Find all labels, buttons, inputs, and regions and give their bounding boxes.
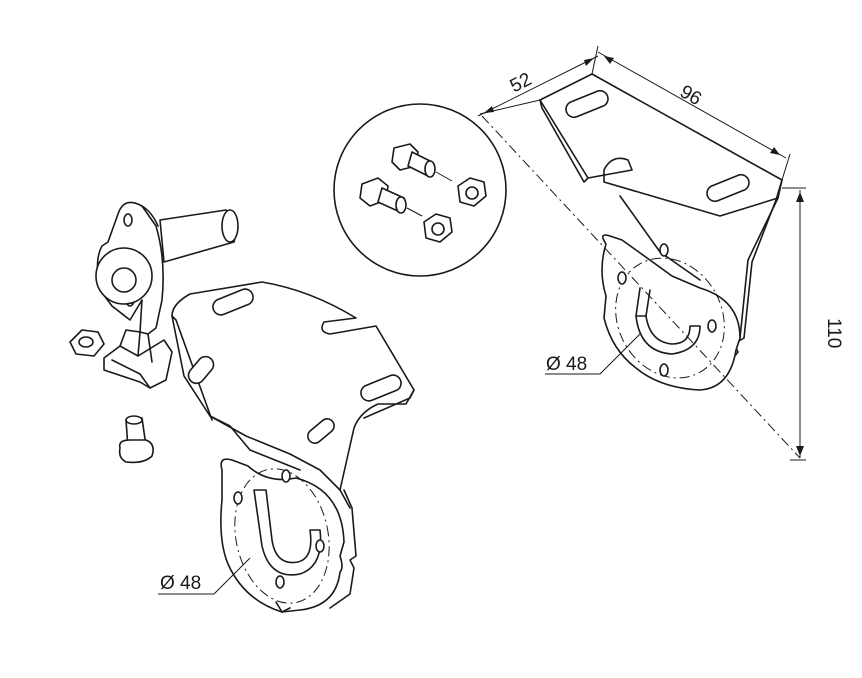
bolt-icon <box>359 177 423 217</box>
width-dimension: 96 <box>676 81 705 110</box>
height-dimension: 110 <box>823 318 844 348</box>
shaft-pin <box>159 209 239 263</box>
nut-icon <box>457 177 487 207</box>
hardware-detail-inset <box>333 103 507 277</box>
nut-icon <box>423 213 453 243</box>
left-assembly: Ø 48 <box>69 201 415 613</box>
diameter-label-left: Ø 48 <box>160 573 201 594</box>
right-bracket: Ø 48 <box>539 73 783 391</box>
screw-icon <box>118 415 154 464</box>
nut-icon <box>69 329 105 357</box>
bolt-icon <box>391 143 453 182</box>
depth-dimension: 52 <box>507 69 535 97</box>
diameter-label-right: Ø 48 <box>546 354 587 375</box>
